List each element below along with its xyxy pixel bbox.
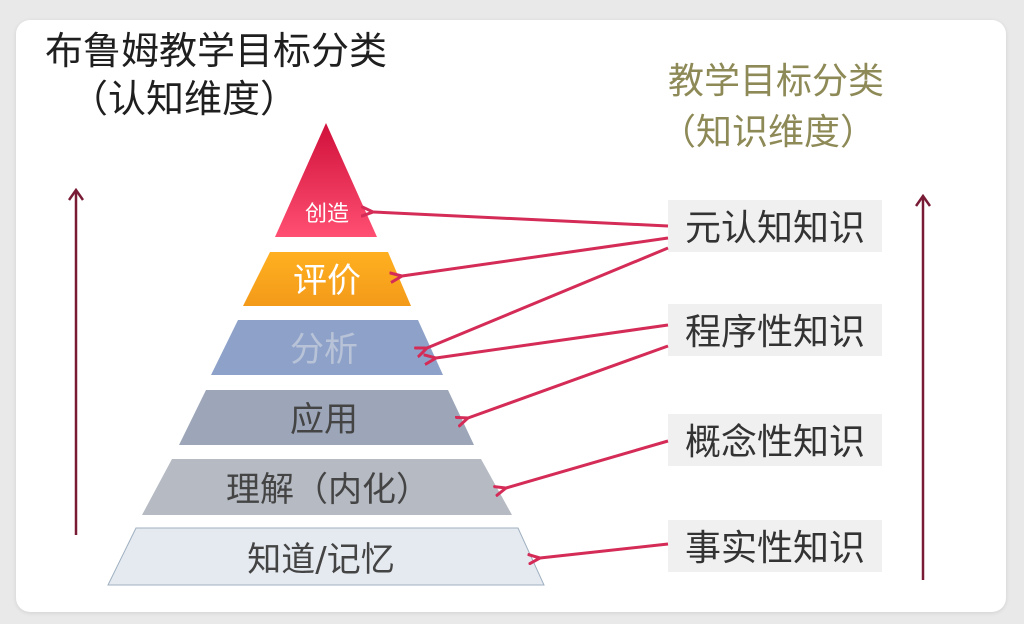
knowledge-procedural-label: 程序性知识 [685,312,865,353]
knowledge-box-conceptual [668,414,882,466]
knowledge-box-procedural [668,304,882,356]
diagram-card: 布鲁姆教学目标分类 （认知维度） 教学目标分类 （知识维度） 创造 评价 分析 … [16,20,1006,612]
mapping-arrows [373,212,669,558]
knowledge-box-factual [668,520,882,572]
level-analyze-label: 分析 [290,330,358,370]
level-remember-label: 知道/记忆 [247,540,394,580]
bloom-taxonomy-diagram: 布鲁姆教学目标分类 （认知维度） 教学目标分类 （知识维度） 创造 评价 分析 … [45,29,1006,586]
knowledge-box-metacognitive [668,200,882,252]
arrow-metacognitive-to-create [373,212,669,228]
level-create-shape [275,123,377,237]
level-apply-shape [179,390,474,445]
left-title-line2: （认知维度） [70,77,298,121]
level-understand-shape [142,459,512,515]
right-title-line1: 教学目标分类 [668,61,884,102]
level-evaluate-shape [243,252,411,306]
level-evaluate-label: 评价 [293,261,361,301]
arrow-factual-to-remember [540,542,669,558]
knowledge-factual-label: 事实性知识 [685,528,865,569]
arrow-metacognitive-to-evaluate [402,236,669,276]
knowledge-labels: 元认知知识 程序性知识 概念性知识 事实性知识 [668,200,882,572]
level-apply-label: 应用 [290,400,358,440]
knowledge-metacognitive-label: 元认知知识 [685,208,865,249]
arrow-procedural-to-apply [468,344,669,418]
level-create-label: 创造 [305,202,349,227]
level-analyze-shape [211,320,443,375]
arrow-conceptual-to-understand [506,439,669,488]
level-understand-label: 理解（内化） [226,470,430,510]
left-title-line1: 布鲁姆教学目标分类 [45,29,387,73]
knowledge-conceptual-label: 概念性知识 [685,422,865,463]
level-remember-shape [107,527,545,586]
arrow-procedural-to-analyze [436,323,669,358]
pyramid: 创造 评价 分析 应用 理解（内化） 知道/记忆 [107,123,545,586]
arrow-metacognitive-to-analyze [427,246,669,348]
right-title-line2: （知识维度） [660,112,876,153]
